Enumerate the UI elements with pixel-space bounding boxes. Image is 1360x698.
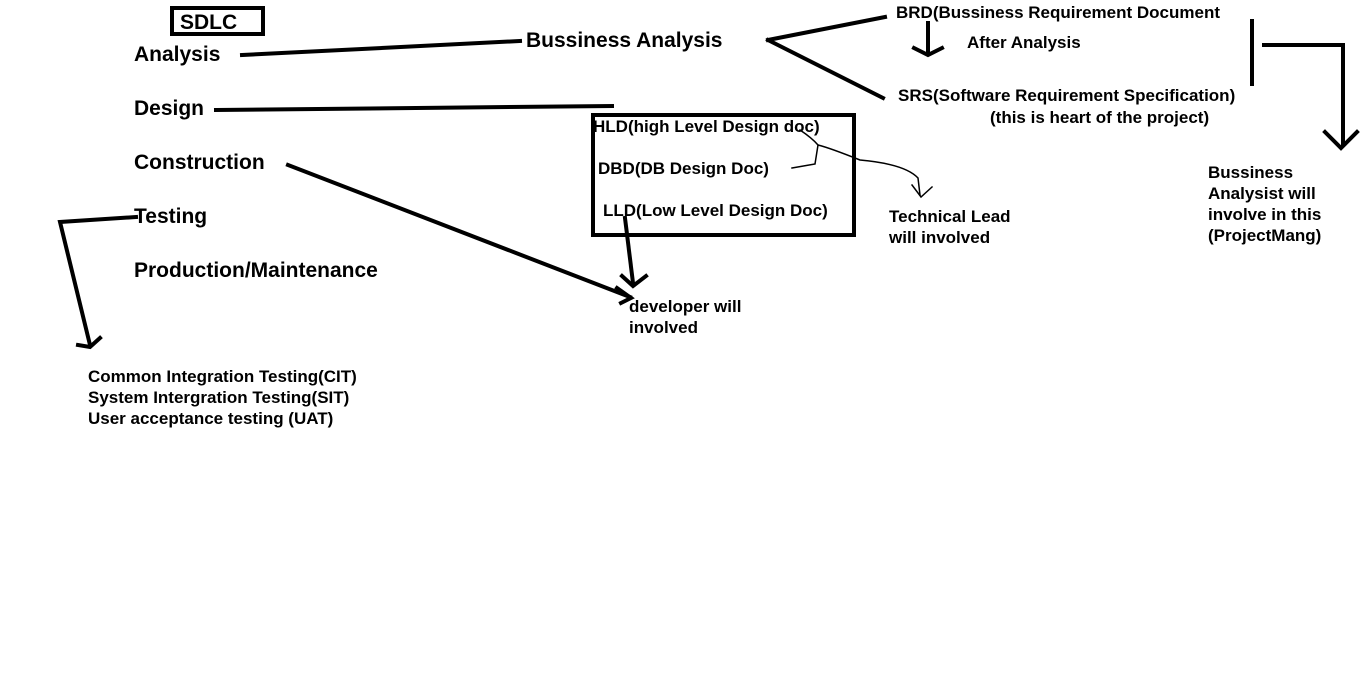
phase-testing: Testing xyxy=(134,205,208,228)
srs-note: (this is heart of the project) xyxy=(990,108,1210,127)
dbd-label: DBD(DB Design Doc) xyxy=(598,159,769,178)
testing-item-sit: System Intergration Testing(SIT) xyxy=(88,388,350,407)
phase-design: Design xyxy=(134,97,205,120)
analysis-connector xyxy=(239,38,523,58)
testing-connector xyxy=(57,214,139,348)
phase-production-maintenance: Production/Maintenance xyxy=(134,259,378,282)
brd-connector xyxy=(765,14,888,43)
lld-developer-arrow-head xyxy=(619,273,649,289)
lld-developer-arrow xyxy=(622,215,636,286)
construction-arrow-head xyxy=(614,285,635,306)
design-docs-box xyxy=(591,113,856,237)
tech-lead-connector xyxy=(791,144,921,196)
testing-item-uat: User acceptance testing (UAT) xyxy=(88,409,334,428)
hld-label: HLD(high Level Design doc) xyxy=(593,117,820,136)
after-analysis-arrow-head xyxy=(911,45,945,58)
testing-arrow-head xyxy=(75,335,103,350)
diagram-title: SDLC xyxy=(180,11,238,34)
ba-note-arrow xyxy=(1262,43,1345,147)
srs-label: SRS(Software Requirement Specification) xyxy=(898,86,1236,105)
title-box xyxy=(170,6,265,36)
design-connector xyxy=(213,103,615,113)
phase-analysis: Analysis xyxy=(134,43,221,66)
tech-lead-arrow-head xyxy=(910,183,934,199)
testing-item-cit: Common Integration Testing(CIT) xyxy=(88,367,357,386)
business-analysis-label: Bussiness Analysis xyxy=(526,29,723,52)
brd-label: BRD(Bussiness Requirement Document xyxy=(896,3,1221,22)
srs-connector xyxy=(765,37,886,101)
lld-label: LLD(Low Level Design Doc) xyxy=(603,201,828,220)
after-analysis-label: After Analysis xyxy=(967,33,1081,52)
tech-lead-connector-2 xyxy=(798,128,820,147)
construction-connector xyxy=(285,162,633,300)
developer-note: developer will involved xyxy=(629,297,742,337)
ba-note-arrow-head xyxy=(1322,129,1360,151)
phase-construction: Construction xyxy=(134,151,265,174)
technical-lead-note: Technical Lead will involved xyxy=(889,207,1011,247)
business-analyst-note: Bussiness Analysist will involve in this… xyxy=(1208,163,1322,245)
